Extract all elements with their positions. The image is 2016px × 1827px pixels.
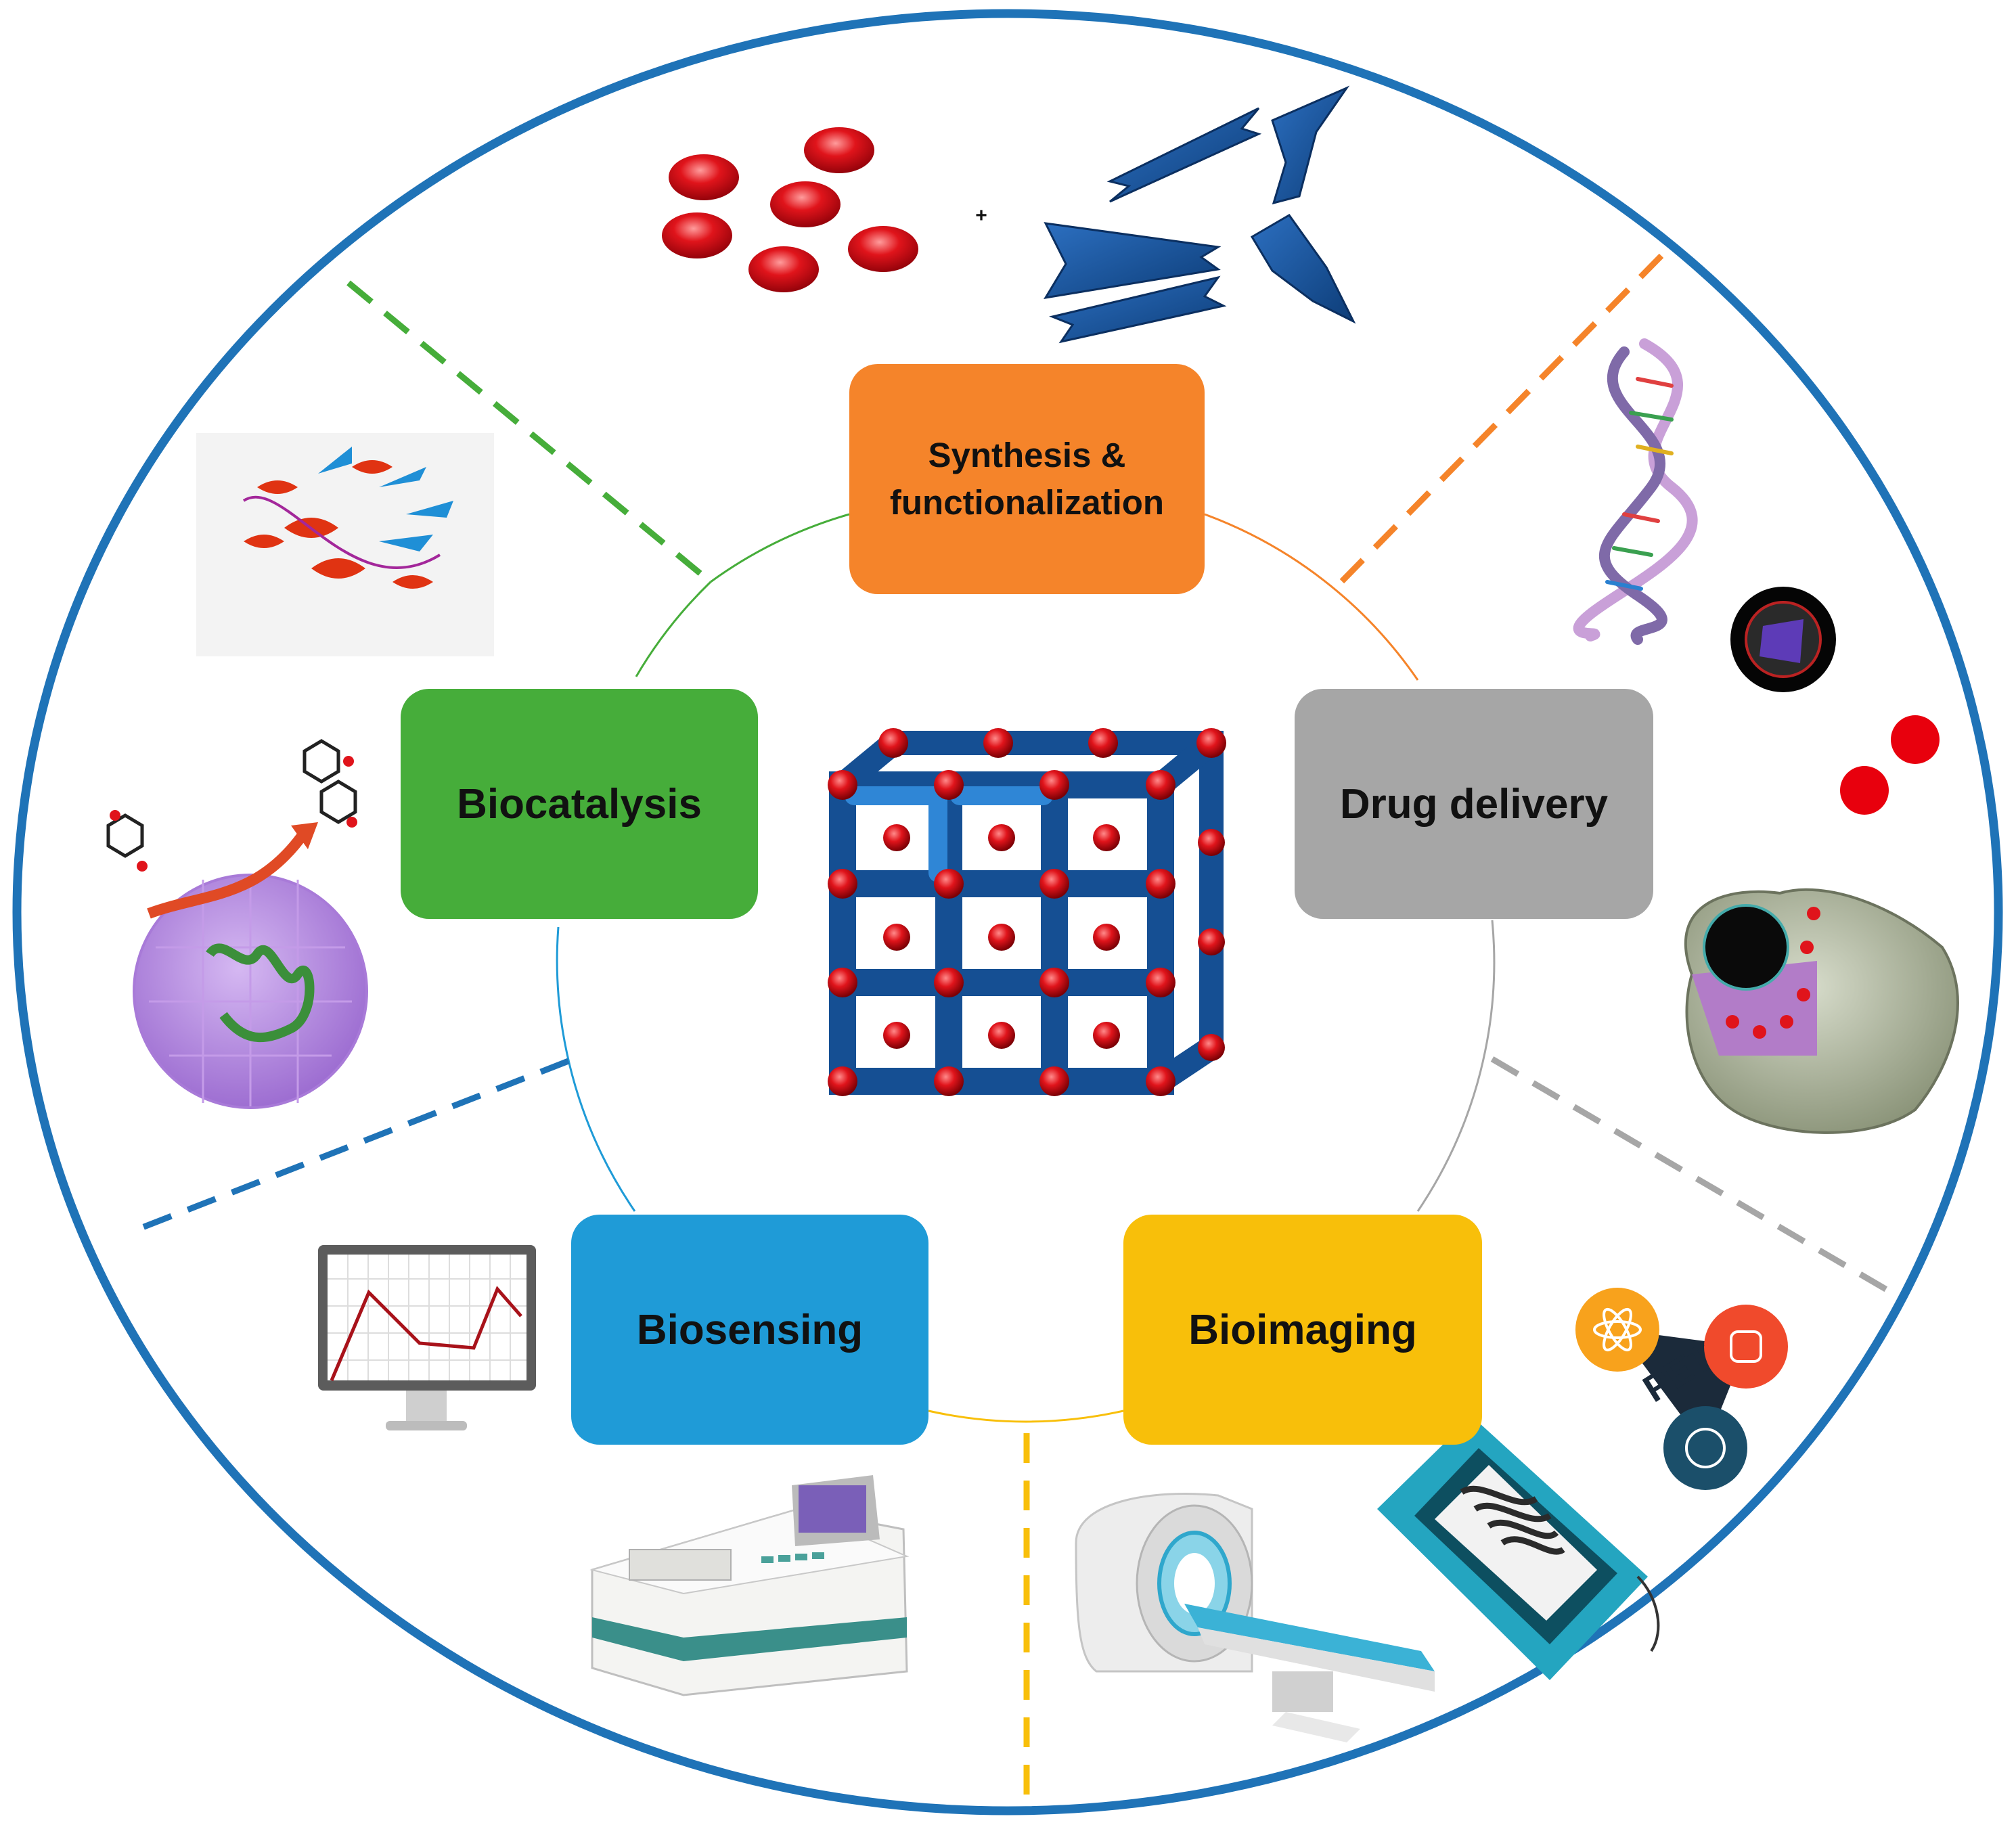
pet-modalities-icon: PET: [1575, 1288, 1788, 1490]
encapsulated-enzyme-icon: [106, 739, 368, 1109]
monitor-graph-icon: [318, 1245, 536, 1430]
plus-icon: +: [975, 204, 987, 227]
biocatalysis-label: Biocatalysis: [457, 780, 702, 828]
linker-molecules-icon: [1044, 85, 1356, 344]
synthesis-functionalization-box: Synthesis & functionalization: [849, 364, 1205, 594]
bioimaging-box: Bioimaging: [1123, 1215, 1482, 1445]
framework-cube-icon: [828, 728, 1226, 1096]
inner-connector-circle: [556, 513, 1496, 1423]
biocatalysis-box: Biocatalysis: [401, 689, 758, 919]
drug-delivery-box: Drug delivery: [1295, 689, 1653, 919]
loaded-nanoparticle-icon: [1730, 587, 1836, 692]
drug-dots-icon: [1840, 715, 1940, 815]
bioimaging-label: Bioimaging: [1188, 1306, 1417, 1353]
biosensing-box: Biosensing: [571, 1215, 928, 1445]
dna-helix-icon: [1573, 338, 1698, 645]
outer-ring: [12, 9, 2003, 1815]
spectrophotometer-icon: [589, 1475, 910, 1696]
synthesis-label-line1: Synthesis &: [928, 436, 1126, 474]
mri-scanner-icon: [1075, 1493, 1435, 1742]
xray-screen-icon: [1377, 1416, 1660, 1680]
nanoparticles-icon: [662, 127, 918, 292]
enzyme-structure-icon: [196, 433, 494, 656]
divider-lines: [134, 253, 1897, 1803]
drug-delivery-label: Drug delivery: [1339, 780, 1609, 828]
synthesis-label-line2: functionalization: [889, 483, 1165, 522]
cell-uptake-icon: [1684, 888, 1959, 1134]
biosensing-label: Biosensing: [636, 1306, 864, 1353]
